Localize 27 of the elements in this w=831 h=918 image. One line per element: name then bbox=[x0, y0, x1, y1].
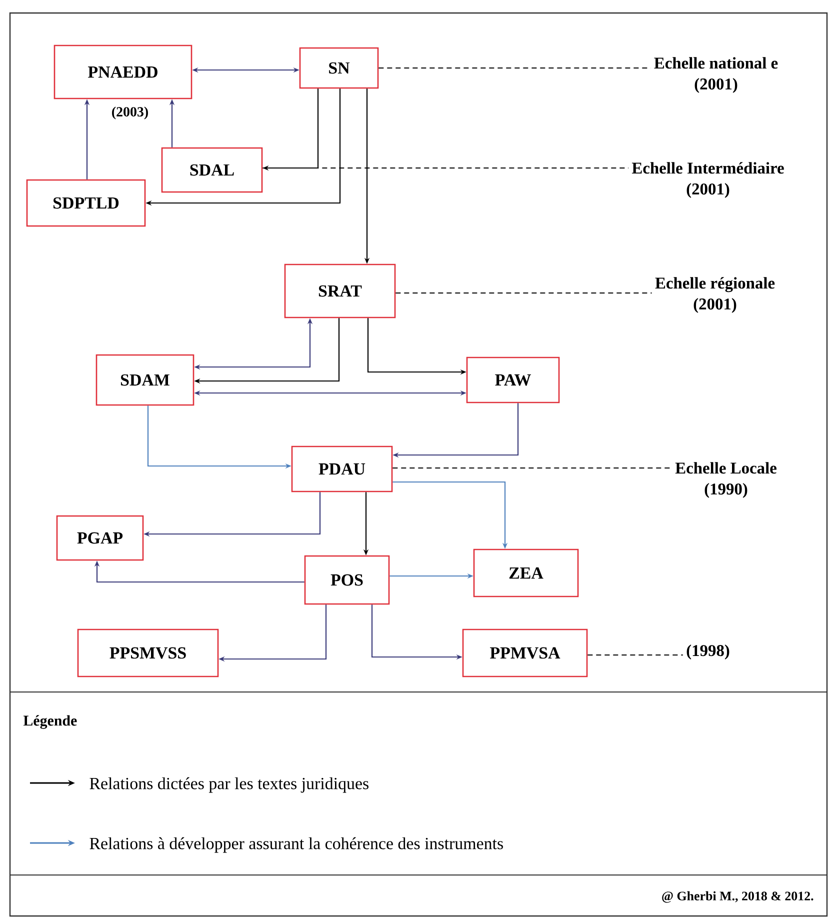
process-box: SDAM bbox=[96, 354, 194, 406]
process-box: SDPTLD bbox=[26, 179, 146, 227]
process-box: SRAT bbox=[284, 264, 396, 318]
dashed-line bbox=[392, 467, 672, 469]
credit-text: @ Gherbi M., 2018 & 2012. bbox=[662, 891, 814, 903]
process-box: PPMVSA bbox=[462, 628, 588, 678]
legend-text: Relations dictées par les textes juridiques bbox=[90, 777, 368, 793]
date-label: (2003) bbox=[112, 106, 148, 120]
scale-label: Echelle Locale (1990) bbox=[675, 462, 776, 498]
legend-text: Relations à développer assurant la cohérence des instruments bbox=[90, 837, 503, 853]
process-box: POS bbox=[304, 555, 390, 605]
process-box: PAW bbox=[466, 356, 560, 404]
dashed-line bbox=[588, 654, 683, 656]
scale-label: Echelle Intermédiaire (2001) bbox=[632, 162, 784, 198]
process-box: SN bbox=[299, 47, 379, 89]
scale-label: Echelle national e (2001) bbox=[654, 57, 778, 93]
process-box: SDAL bbox=[161, 147, 263, 193]
dashed-line bbox=[396, 292, 652, 294]
scale-label: Echelle régionale (2001) bbox=[655, 277, 775, 313]
dashed-line bbox=[262, 167, 628, 169]
process-box: ZEA bbox=[473, 548, 579, 598]
process-box: PPSMVSS bbox=[77, 628, 219, 678]
process-box: PNAEDD bbox=[54, 44, 192, 100]
legend-title: Légende bbox=[23, 715, 77, 729]
process-box: PDAU bbox=[291, 446, 393, 492]
process-box: PGAP bbox=[56, 515, 144, 561]
scale-label: (1998) bbox=[686, 644, 730, 660]
